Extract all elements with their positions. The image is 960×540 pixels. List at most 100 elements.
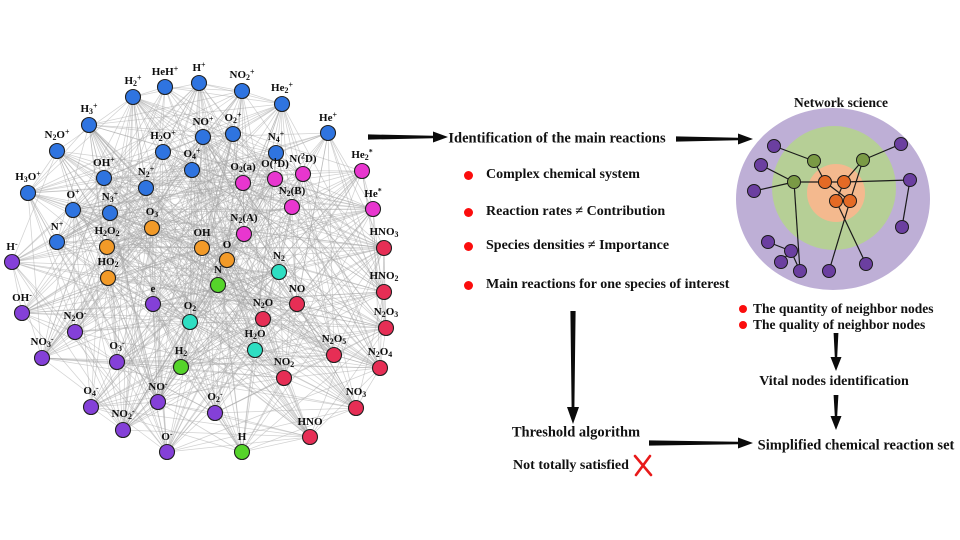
bullet-dot-icon	[464, 280, 473, 290]
network-edge	[132, 96, 277, 154]
species-node	[98, 238, 116, 256]
network-edge	[243, 233, 335, 356]
bullet-text: Complex chemical system	[486, 167, 640, 182]
network-edge	[88, 103, 283, 126]
bullet-text: Species densities ≠ Importance	[486, 238, 670, 253]
species-label: N2	[273, 249, 285, 264]
network-edge	[145, 187, 335, 356]
flow-arrow	[676, 133, 753, 145]
network-edge	[281, 103, 385, 293]
bullet-row: Main reactions for one species of intere…	[464, 277, 729, 293]
network-edge	[372, 208, 387, 329]
species-label: N2O+	[44, 127, 70, 143]
network-edge	[41, 357, 357, 409]
network-edge	[116, 303, 154, 363]
species-label: NO+	[192, 114, 214, 128]
network-edge	[152, 291, 385, 305]
red-cross-icon	[633, 454, 653, 477]
network-edge	[151, 227, 385, 293]
flow-arrow	[649, 437, 753, 449]
species-network-nodes	[3, 74, 395, 461]
network-edge	[21, 312, 124, 431]
network-edge	[302, 173, 335, 356]
network-edge	[262, 271, 280, 320]
species-label: NO2-	[111, 406, 135, 422]
species-node	[377, 319, 395, 337]
network-edge	[27, 192, 203, 249]
network-edge	[56, 182, 244, 243]
network-edge	[152, 303, 159, 403]
bullet-row: Species densities ≠ Importance	[464, 238, 669, 254]
network-edge	[41, 209, 74, 359]
network-edge	[152, 178, 276, 305]
species-node	[301, 428, 319, 446]
species-label: H2	[174, 344, 188, 359]
species-label: H3+	[80, 101, 98, 117]
network-edge	[74, 331, 124, 431]
species-node	[254, 310, 272, 328]
species-label: H2O	[244, 327, 266, 342]
network-edge	[275, 152, 293, 208]
network-edge	[56, 187, 147, 243]
network-edge	[11, 261, 76, 333]
network-edge	[90, 401, 159, 408]
network-edge	[309, 247, 385, 438]
network-edge	[296, 303, 381, 369]
network-edge	[166, 407, 357, 453]
species-node	[181, 313, 199, 331]
bullet-text: Main reactions for one species of intere…	[486, 277, 730, 292]
mini-edge	[828, 200, 851, 272]
species-node	[209, 276, 227, 294]
species-node	[172, 358, 190, 376]
species-label: N2O	[252, 296, 274, 311]
bullet-dot-icon	[739, 305, 747, 313]
mini-node	[767, 139, 781, 153]
flow-arrow	[830, 333, 842, 371]
species-label: N	[214, 264, 222, 276]
bullet-text: Reaction rates ≠ Contribution	[486, 204, 666, 219]
species-label: O2+	[224, 110, 242, 126]
network-edge	[180, 247, 385, 368]
species-node	[234, 174, 252, 192]
species-label: O3	[145, 205, 159, 220]
network-edge	[41, 277, 109, 359]
network-edge	[103, 177, 153, 229]
species-label: He*	[364, 186, 382, 200]
network-edge	[27, 103, 283, 194]
network-edge	[355, 291, 385, 409]
network-edge	[241, 436, 311, 453]
network-edge	[74, 233, 245, 333]
network-edge	[106, 246, 118, 363]
species-node	[108, 353, 126, 371]
species-node	[270, 263, 288, 281]
network-edge	[180, 291, 385, 368]
network-edge	[226, 259, 264, 320]
species-label: HO2	[97, 255, 119, 270]
network-edge	[242, 182, 280, 273]
network-edge	[254, 349, 311, 438]
network-edge	[151, 227, 219, 286]
mini-node	[859, 257, 873, 271]
network-edge	[254, 349, 335, 356]
species-node	[325, 346, 343, 364]
network-edge	[166, 318, 264, 453]
bullet-row: Reaction rates ≠ Contribution	[464, 204, 665, 220]
bullet-text: The quality of neighbor nodes	[753, 317, 926, 332]
not-satisfied-label: Not totally satisfied	[513, 458, 629, 473]
bullet-row: Complex chemical system	[464, 167, 640, 183]
species-label: H2+	[124, 73, 142, 89]
species-node	[48, 233, 66, 251]
species-label: N4+	[267, 129, 285, 145]
species-node	[364, 200, 382, 218]
species-node	[347, 399, 365, 417]
network-edge	[180, 178, 276, 368]
species-label: N2(A)	[230, 211, 258, 226]
network-edge	[214, 327, 387, 414]
network-edge	[254, 349, 381, 369]
network-edge	[21, 82, 200, 314]
simplified-set-label: Simplified chemical reaction set	[757, 437, 955, 454]
mini-node	[761, 235, 775, 249]
mini-edge	[901, 179, 911, 228]
network-edge	[90, 377, 285, 408]
